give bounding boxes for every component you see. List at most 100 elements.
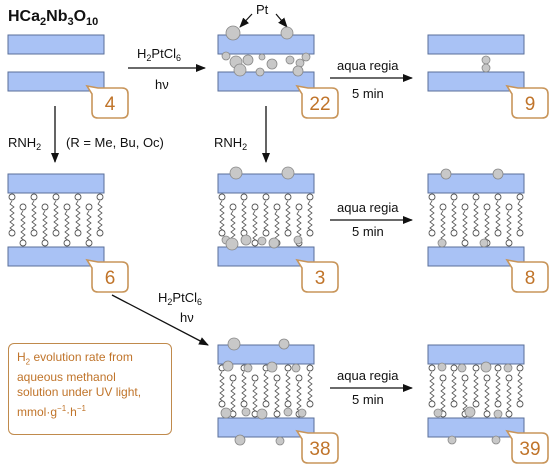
amine-head — [8, 193, 16, 201]
amine-label-2: RNH2 — [214, 135, 247, 152]
amine-head — [428, 229, 436, 237]
pt-particle — [220, 407, 232, 419]
alkyl-chain — [473, 371, 479, 403]
alkyl-chain — [274, 381, 280, 413]
alkyl-chain — [31, 200, 37, 232]
rate-legend-line-2: aqueous methanol — [17, 369, 116, 384]
hv-label-2: hν — [180, 310, 194, 325]
pt-particle — [242, 54, 254, 66]
pt-particle — [268, 237, 280, 249]
amine-head — [450, 193, 458, 201]
alkyl-chain — [285, 371, 291, 403]
amine-head — [494, 364, 502, 372]
rate-pt-amine-etched-frame — [505, 258, 549, 293]
pt-pointer-left — [239, 13, 253, 28]
amine-head — [284, 229, 292, 237]
nanosheet — [427, 417, 525, 438]
pt-particle — [293, 235, 303, 245]
alkyl-chain — [517, 371, 523, 403]
amine-head — [229, 374, 237, 382]
pt-particle — [503, 363, 513, 373]
amine-label-1: RNH2 — [8, 135, 41, 152]
amine-head — [439, 374, 447, 382]
amine-head — [306, 364, 314, 372]
r-groups-label: (R = Me, Bu, Oc) — [66, 135, 164, 150]
amine-head — [96, 193, 104, 201]
pt-particle — [285, 55, 295, 65]
rate-pristine-etched: 9 — [525, 94, 536, 115]
alkyl-chain — [495, 200, 501, 232]
pt-particle — [227, 337, 241, 351]
amine-head — [251, 203, 259, 211]
amine-head — [461, 239, 469, 247]
alkyl-chain — [451, 371, 457, 403]
aqua-regia-label-2: aqua regia — [337, 200, 399, 215]
alkyl-chain — [484, 210, 490, 242]
pt-particle — [492, 168, 504, 180]
amine-head — [516, 193, 524, 201]
amine-head — [74, 229, 82, 237]
nanosheet — [7, 173, 105, 194]
pt-precursor-label-1: H2PtCl6 — [137, 46, 181, 63]
pt-particle — [479, 238, 489, 248]
rate-pristine: 4 — [105, 94, 116, 115]
amine-head — [273, 410, 281, 418]
amine-head — [52, 229, 60, 237]
pt-particle — [222, 360, 234, 372]
pt-particle — [257, 236, 267, 246]
pt-particle — [292, 65, 304, 77]
alkyl-chain — [219, 371, 225, 403]
time-label-2: 5 min — [352, 224, 384, 239]
amine-head — [306, 400, 314, 408]
alkyl-chain — [263, 371, 269, 403]
amine-head — [306, 229, 314, 237]
pt-particle — [275, 436, 285, 446]
amine-head — [472, 364, 480, 372]
pt-particle — [440, 168, 452, 180]
amine-head — [30, 229, 38, 237]
alkyl-chain — [517, 200, 523, 232]
rate-pristine-frame — [85, 84, 129, 119]
rate-pt-amine-etched: 8 — [525, 268, 536, 289]
pt-particle — [258, 53, 266, 61]
pt-particle — [480, 361, 492, 373]
amine-head — [284, 400, 292, 408]
amine-head — [516, 364, 524, 372]
amine-head — [19, 239, 27, 247]
amine-head — [461, 203, 469, 211]
pt-particle — [241, 407, 251, 417]
alkyl-chain — [506, 381, 512, 413]
pt-label: Pt — [256, 2, 269, 17]
compound-formula: HCa2Nb3O10 — [8, 8, 98, 28]
alkyl-chain — [230, 381, 236, 413]
nanosheet — [217, 344, 315, 365]
amine-head — [428, 364, 436, 372]
amine-head — [96, 229, 104, 237]
amine-head — [41, 239, 49, 247]
alkyl-chain — [64, 210, 70, 242]
pt-particle — [266, 58, 278, 70]
alkyl-chain — [241, 371, 247, 403]
amine-head — [295, 374, 303, 382]
amine-head — [262, 400, 270, 408]
amine-head — [218, 229, 226, 237]
amine-head — [295, 203, 303, 211]
alkyl-chain — [252, 210, 258, 242]
alkyl-chain — [274, 210, 280, 242]
nanosheet — [7, 71, 105, 92]
nanosheet — [427, 246, 525, 267]
amine-head — [494, 400, 502, 408]
amine-head — [41, 203, 49, 211]
rate-legend-line-4: mmol·g−1·h−1 — [17, 403, 86, 419]
amine-head — [428, 193, 436, 201]
pt-particle — [464, 406, 476, 418]
alkyl-chain — [97, 200, 103, 232]
amine-head — [461, 374, 469, 382]
pt-particle — [256, 408, 268, 420]
alkyl-chain — [86, 210, 92, 242]
alkyl-chain — [42, 210, 48, 242]
alkyl-chain — [440, 381, 446, 413]
alkyl-chain — [462, 381, 468, 413]
amine-head — [428, 400, 436, 408]
rate-legend-line-1: H2 evolution rate from — [17, 350, 133, 367]
